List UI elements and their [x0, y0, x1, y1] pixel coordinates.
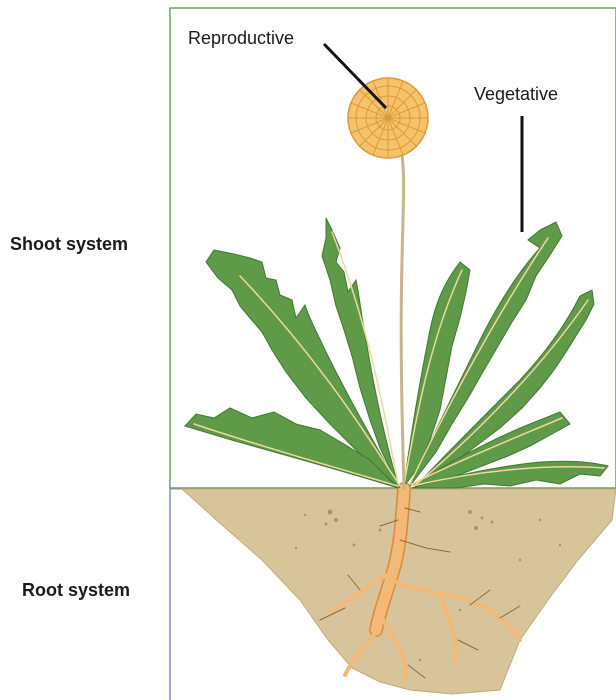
root-system-label: Root system	[22, 580, 130, 601]
reproductive-label: Reproductive	[188, 28, 294, 49]
vegetative-label: Vegetative	[474, 84, 558, 105]
leaves	[185, 218, 608, 488]
flower-stalk	[401, 155, 404, 488]
flower-head	[348, 78, 428, 158]
shoot-system-label: Shoot system	[10, 234, 128, 255]
